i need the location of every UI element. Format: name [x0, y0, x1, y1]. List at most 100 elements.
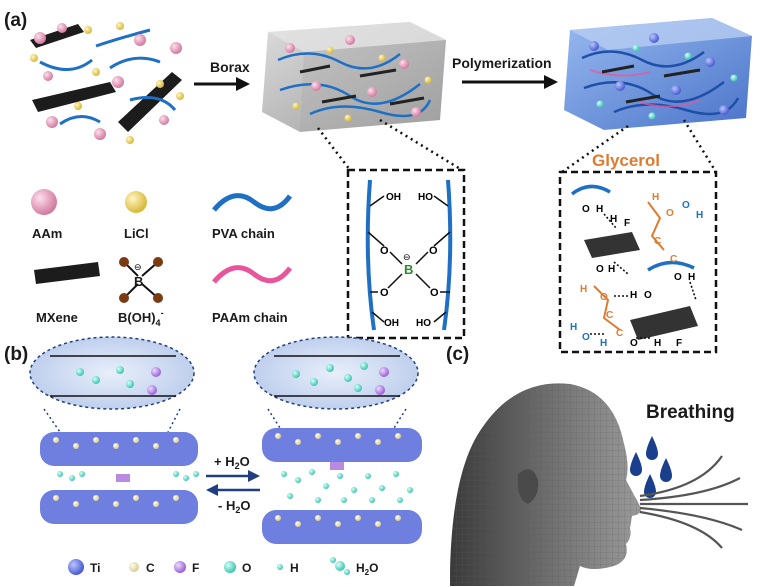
atom-h: H: [688, 272, 695, 283]
c-swatch: [129, 562, 139, 572]
atom-o: O: [596, 264, 604, 275]
plus-water-label: + H2O: [214, 454, 250, 471]
licl-salt: [116, 22, 124, 30]
borate-charge: ⊖: [134, 262, 142, 272]
aam-monomer: [134, 34, 146, 46]
mxene-sheet: [584, 232, 640, 258]
aam-monomer: [57, 23, 67, 33]
legend-h: H: [290, 561, 299, 575]
oh-label: OH: [386, 192, 401, 203]
pva-chain: [95, 28, 151, 48]
atom-o: O: [630, 338, 638, 349]
water-drop-icon: [644, 474, 656, 498]
legend-f: F: [192, 561, 199, 575]
legend-licl: LiCl: [124, 226, 149, 241]
aam-monomer: [159, 115, 169, 125]
pva-chain: [109, 56, 161, 70]
f-swatch: [174, 561, 186, 573]
ho-label: HO: [418, 192, 433, 203]
legend-ti: Ti: [90, 561, 100, 575]
breath-flow-lines: [639, 455, 748, 549]
atom-h: H: [654, 338, 661, 349]
o-label: O: [429, 245, 438, 257]
atom-o: O: [644, 290, 652, 301]
panel-c-label: (c): [446, 344, 469, 365]
panel-b-label: (b): [4, 344, 28, 365]
h-swatch: [277, 564, 283, 570]
aam-monomer: [34, 32, 46, 44]
hydration-arrows: + H2O - H2O: [206, 454, 260, 515]
atom-c: C: [616, 328, 623, 339]
atom-f: F: [676, 338, 682, 349]
polymerization-label: Polymerization: [452, 55, 552, 71]
pva-chain-right: [442, 179, 453, 331]
pva-borax-hydrogel-block: [262, 22, 446, 132]
minus-water-label: - H2O: [218, 498, 250, 515]
breathing-indicator: Breathing: [630, 402, 748, 549]
licl-legend-swatch: [125, 191, 147, 213]
water-drop-icon: [660, 458, 672, 482]
borate-legend-swatch: B ⊖: [119, 257, 163, 303]
legend-mxene: MXene: [36, 310, 78, 325]
h2o-swatch: [330, 557, 350, 575]
paam-legend-swatch: [212, 265, 293, 284]
aam-monomer: [43, 71, 53, 81]
borate-crosslink-inset: OH HO O O B ⊖ O O OH HO: [346, 168, 466, 340]
breathing-label: Breathing: [646, 402, 735, 423]
legend-paam: PAAm chain: [212, 310, 288, 325]
pva-legend-swatch: [212, 193, 293, 212]
aam-monomer: [46, 116, 58, 128]
ti-swatch: [68, 559, 84, 575]
mxene-sheet: [32, 82, 116, 112]
glycerol-inset: Glycerol O H H F H O O H C C O H O H H O…: [558, 151, 718, 354]
monomer-mixture: [30, 22, 184, 144]
licl-salt: [84, 26, 92, 34]
aam-monomer: [112, 76, 124, 88]
licl-salt: [92, 68, 100, 76]
atom-o: O: [666, 208, 674, 219]
legend-pva: PVA chain: [212, 226, 275, 241]
aam-legend-swatch: [31, 189, 57, 215]
pva-chain-left: [365, 179, 376, 331]
legend-c: C: [146, 561, 155, 575]
borax-arrow: Borax: [194, 59, 250, 91]
ear: [517, 469, 539, 504]
legend-borate: B(OH)4-: [118, 308, 164, 328]
atom-h: H: [630, 290, 637, 301]
atom-h: H: [596, 204, 603, 215]
o-label: O: [380, 245, 389, 257]
dehydrated-mxene-structure: [29, 336, 199, 524]
legend-panel-a: AAm LiCl PVA chain MXene B ⊖ B(OH)4- PAA…: [31, 189, 293, 328]
legend-panel-b: Ti C F O H H2O: [68, 557, 378, 577]
water-drop-icon: [630, 452, 642, 476]
panel-a-label: (a): [4, 10, 27, 31]
legend-h2o: H2O: [356, 561, 378, 577]
polymerization-arrow: Polymerization: [452, 55, 558, 89]
atom-o: O: [674, 272, 682, 283]
atom-c: C: [654, 236, 661, 247]
atom-h: H: [696, 210, 703, 221]
zoom-lines: [317, 118, 718, 174]
atom-c: C: [670, 254, 677, 265]
glycerol-label: Glycerol: [592, 151, 660, 170]
licl-salt: [74, 102, 82, 110]
atom-o: O: [600, 292, 608, 303]
hydrated-mxene-structure: [253, 336, 422, 544]
atom-h: H: [600, 338, 607, 349]
borax-label: Borax: [210, 59, 250, 75]
pva-chain: [59, 115, 101, 126]
licl-salt: [176, 92, 184, 100]
human-head-illustration: [450, 383, 641, 586]
mxene-sheet: [118, 72, 182, 132]
o-label: O: [380, 287, 389, 299]
atom-h: H: [580, 284, 587, 295]
oh-label: OH: [384, 318, 399, 329]
charge-label: ⊖: [403, 252, 411, 262]
mxene-sheet: [630, 306, 698, 340]
licl-salt: [30, 54, 38, 62]
atom-h: H: [570, 322, 577, 333]
mxene-legend-swatch: [34, 262, 100, 284]
atom-o: O: [582, 332, 590, 343]
ho-label: HO: [416, 318, 431, 329]
